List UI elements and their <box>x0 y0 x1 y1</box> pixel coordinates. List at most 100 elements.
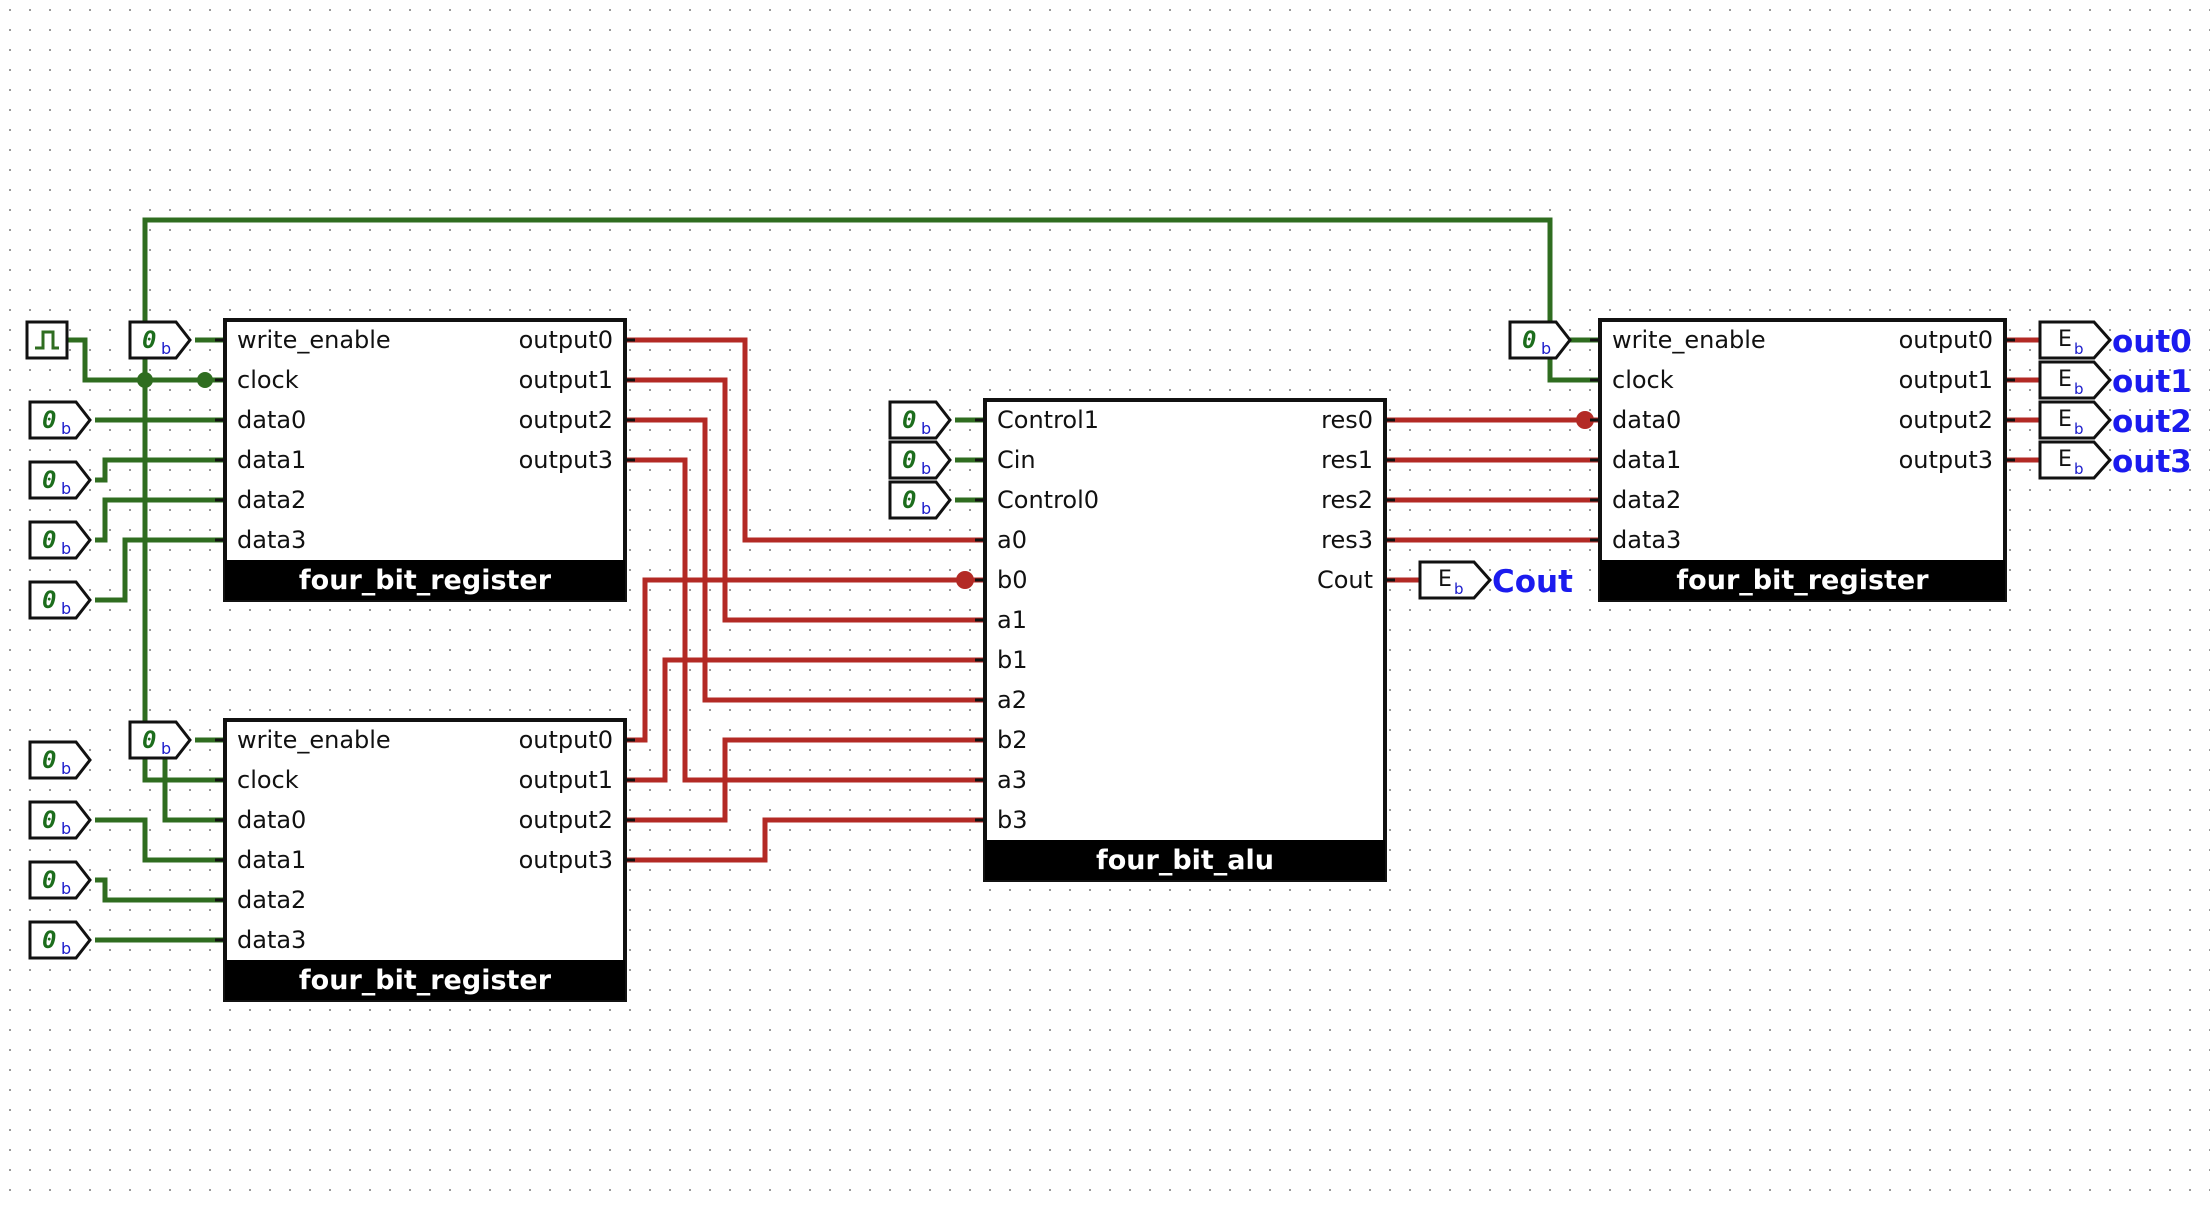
block-title-bar <box>1600 560 2005 600</box>
output-pin-label: output2 <box>1899 406 1993 434</box>
constant-suffix: b <box>61 419 71 438</box>
input-pin-label: Control1 <box>997 406 1099 434</box>
probe-body <box>2038 440 2113 480</box>
constant-suffix: b <box>61 939 71 958</box>
probe-letter: E <box>2058 327 2072 352</box>
junction-dot <box>197 372 213 388</box>
constant-body <box>888 400 952 440</box>
input-pin-label: data2 <box>237 486 306 514</box>
probe-body <box>2038 360 2113 400</box>
constant-value: 0 <box>902 446 916 474</box>
reg2-data2-wire <box>95 877 225 903</box>
wire-reg2-output3-to-b3 <box>625 817 985 863</box>
constant-body <box>28 580 92 620</box>
constant-value: 0 <box>42 806 56 834</box>
wire-reg1-output2-to-a2 <box>625 417 985 703</box>
output-pin-label: output2 <box>519 806 613 834</box>
output-pin-label: output1 <box>1899 366 1993 394</box>
block-title: four_bit_register <box>299 565 552 596</box>
register-block-reg3[interactable]: four_bit_registerwrite_enableclockdata0d… <box>1590 318 2015 602</box>
constant-suffix: b <box>61 879 71 898</box>
input-pin-label: data1 <box>1612 446 1681 474</box>
clock-bus-wire <box>142 217 1600 745</box>
probe-label: out0 <box>2112 324 2192 360</box>
constant-value: 0 <box>142 726 156 754</box>
output-pin-label: res2 <box>1321 486 1373 514</box>
output-pin-label: Cout <box>1317 566 1373 594</box>
junction-dot <box>956 571 974 589</box>
reg2-data0-wire <box>162 745 225 823</box>
output-pin-label: output0 <box>1899 326 1993 354</box>
probe-letter: E <box>2058 447 2072 472</box>
wire-reg1-output1-to-a1 <box>625 377 985 623</box>
constant-value: 0 <box>42 406 56 434</box>
constant-suffix: b <box>61 599 71 618</box>
input-pin-label: data2 <box>237 886 306 914</box>
junction-dot <box>137 372 153 388</box>
wire-reg1-output0-to-a0 <box>625 337 985 543</box>
input-pin-label: data0 <box>1612 406 1681 434</box>
probe-label: out1 <box>2112 364 2192 400</box>
block-title: four_bit_register <box>299 965 552 996</box>
alu-block[interactable]: four_bit_aluControl1CinControl0a0b0a1b1a… <box>975 398 1395 882</box>
constant-suffix: b <box>61 759 71 778</box>
output-pin-label: output0 <box>519 726 613 754</box>
reg1-data1-wire <box>95 457 225 483</box>
output-pin-label: output3 <box>519 446 613 474</box>
constant-value: 0 <box>42 526 56 554</box>
probe-suffix: b <box>1454 580 1464 598</box>
output-pin-label: output1 <box>519 766 613 794</box>
output-pin-label: output2 <box>519 406 613 434</box>
constant-suffix: b <box>61 479 71 498</box>
input-pin-label: a1 <box>997 606 1027 634</box>
constant-value: 0 <box>902 406 916 434</box>
wire-reg2-output2-to-b2 <box>625 737 985 823</box>
probe-suffix: b <box>2074 420 2084 438</box>
output-pin-label: output1 <box>519 366 613 394</box>
block-title-bar <box>985 840 1385 880</box>
probe-letter: E <box>2058 407 2072 432</box>
wire-reg2-output1-to-b1 <box>625 657 985 783</box>
wire-reg1-output3-to-a3 <box>625 457 985 783</box>
clock-icon[interactable] <box>25 320 69 360</box>
input-pin-label: data0 <box>237 806 306 834</box>
input-pin-label: a3 <box>997 766 1027 794</box>
constant-body <box>1508 320 1572 360</box>
input-pin-label: write_enable <box>237 726 391 754</box>
constant-suffix: b <box>161 339 171 358</box>
reg1-data2-wire <box>95 497 225 543</box>
input-pin-label: b1 <box>997 646 1028 674</box>
register-block-reg1[interactable]: four_bit_registerwrite_enableclockdata0d… <box>215 318 635 602</box>
output-pin-label: res3 <box>1321 526 1373 554</box>
input-pin-label: clock <box>237 766 299 794</box>
probe-suffix: b <box>2074 340 2084 358</box>
constant-suffix: b <box>921 459 931 478</box>
input-pin-label: data3 <box>237 926 306 954</box>
constant-value: 0 <box>42 926 56 954</box>
input-pin-label: write_enable <box>237 326 391 354</box>
constant-suffix: b <box>61 539 71 558</box>
constant-body <box>128 720 192 760</box>
